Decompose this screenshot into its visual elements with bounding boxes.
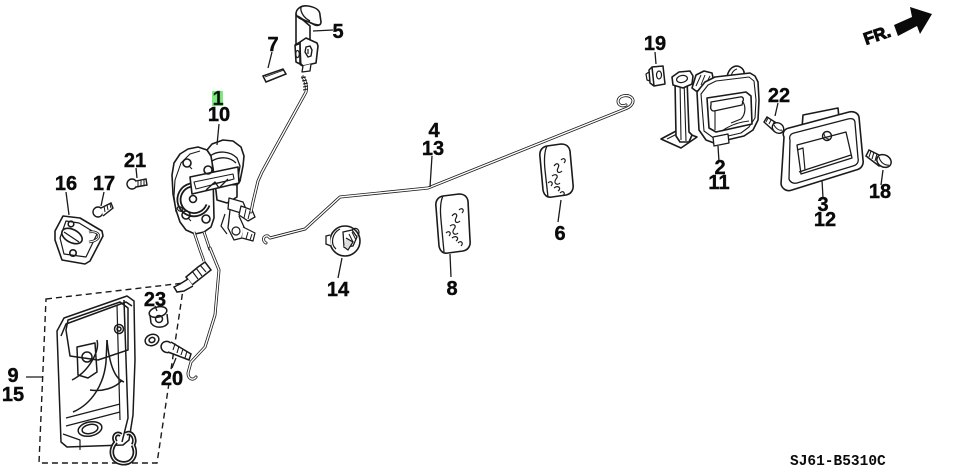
svg-text:19: 19 — [644, 33, 666, 55]
svg-text:14: 14 — [327, 279, 350, 301]
svg-text:18: 18 — [869, 181, 891, 203]
svg-text:2: 2 — [714, 157, 725, 179]
svg-text:SJ61-B5310C: SJ61-B5310C — [790, 454, 886, 470]
svg-text:13: 13 — [422, 138, 444, 160]
svg-text:3: 3 — [817, 194, 828, 216]
svg-text:11: 11 — [708, 172, 729, 194]
svg-text:4: 4 — [428, 120, 440, 142]
svg-text:8: 8 — [446, 278, 457, 300]
svg-text:17: 17 — [93, 173, 115, 195]
svg-text:23: 23 — [144, 289, 166, 311]
svg-text:9: 9 — [7, 365, 18, 387]
svg-text:6: 6 — [554, 223, 565, 245]
svg-text:15: 15 — [2, 384, 24, 406]
svg-text:5: 5 — [332, 21, 343, 43]
svg-text:7: 7 — [267, 34, 278, 56]
svg-text:1: 1 — [212, 88, 223, 110]
svg-text:21: 21 — [124, 150, 146, 172]
svg-text:20: 20 — [161, 368, 183, 390]
svg-text:16: 16 — [55, 173, 77, 195]
svg-text:22: 22 — [768, 85, 790, 107]
svg-text:10: 10 — [208, 104, 230, 126]
svg-text:12: 12 — [814, 209, 836, 231]
